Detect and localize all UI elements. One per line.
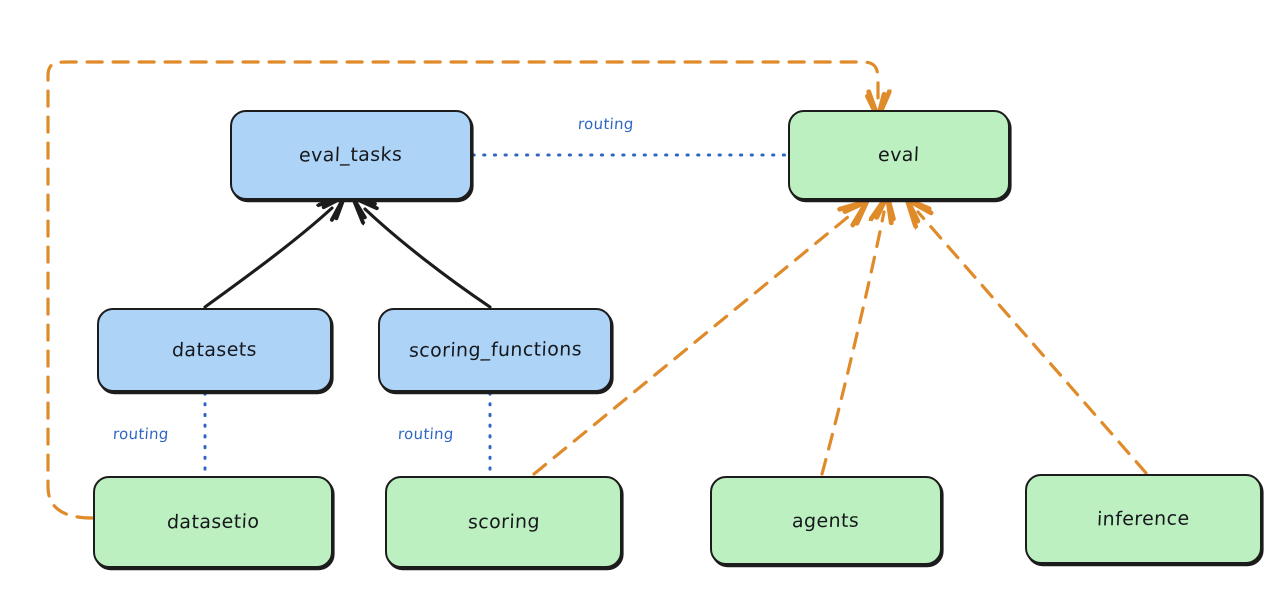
node-datasets[interactable]: datasets [97, 308, 332, 392]
node-agents-label: agents [791, 509, 861, 532]
edge-datasets-to-eval-tasks [203, 208, 332, 309]
node-eval-tasks-label: eval_tasks [298, 143, 404, 167]
node-datasetio[interactable]: datasetio [93, 476, 333, 568]
node-scoring-functions-label: scoring_functions [407, 338, 583, 362]
node-eval-tasks[interactable]: eval_tasks [230, 110, 472, 200]
edge-agents-to-eval-dependency [820, 212, 884, 476]
node-inference[interactable]: inference [1025, 474, 1262, 564]
node-eval[interactable]: eval [788, 110, 1010, 200]
node-datasets-label: datasets [171, 338, 258, 362]
node-datasetio-label: datasetio [166, 510, 260, 534]
edge-scoring-functions-to-eval-tasks [365, 209, 492, 309]
edge-label-routing-datasetio: routing [112, 425, 170, 443]
node-scoring[interactable]: scoring [385, 476, 622, 568]
edge-label-routing-eval: routing [577, 115, 635, 133]
edge-inference-to-eval-dependency [918, 212, 1148, 475]
node-scoring-label: scoring [467, 510, 540, 534]
node-agents[interactable]: agents [710, 476, 942, 565]
edge-label-routing-scoring: routing [397, 425, 455, 443]
node-scoring-functions[interactable]: scoring_functions [378, 308, 612, 392]
node-eval-label: eval [877, 143, 921, 167]
node-inference-label: inference [1096, 507, 1191, 531]
